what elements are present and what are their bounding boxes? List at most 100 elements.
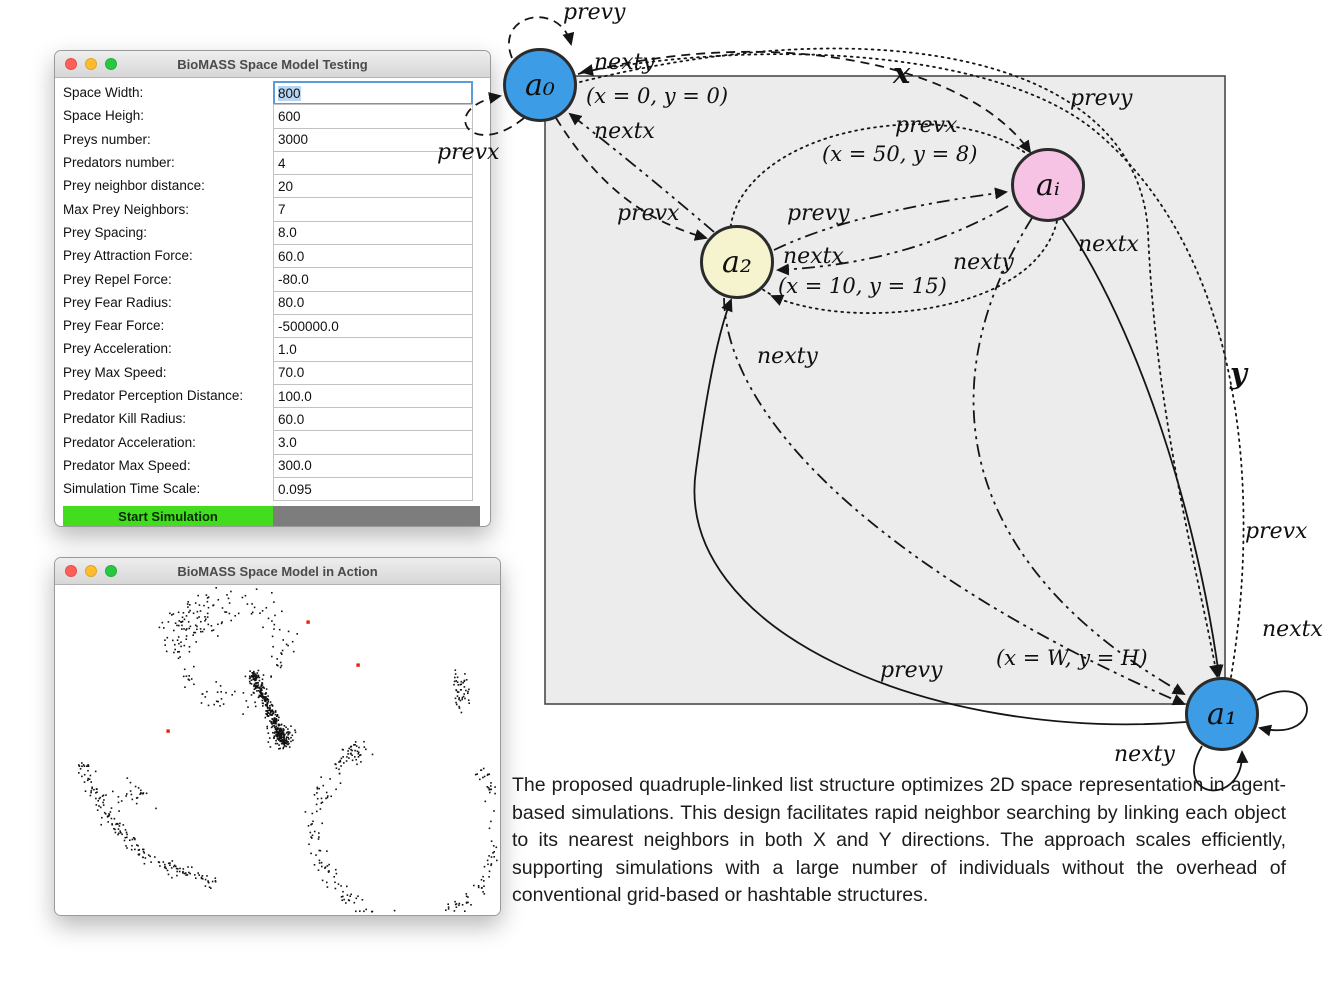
field-input-10[interactable]: -500000.0 bbox=[273, 313, 473, 339]
close-button[interactable] bbox=[65, 565, 77, 577]
field-input-2[interactable]: 3000 bbox=[273, 127, 473, 152]
field-label: Predators number: bbox=[63, 155, 175, 171]
space-rectangle bbox=[544, 75, 1226, 705]
field-label: Prey Max Speed: bbox=[63, 364, 167, 380]
zoom-button[interactable] bbox=[105, 58, 117, 70]
node-ai: aᵢ bbox=[1011, 148, 1085, 222]
field-value: -80.0 bbox=[278, 272, 309, 288]
edge-label-x: x bbox=[893, 56, 911, 90]
field-value: 80.0 bbox=[278, 295, 305, 311]
minimize-button[interactable] bbox=[85, 58, 97, 70]
field-label: Prey neighbor distance: bbox=[63, 178, 205, 194]
start-simulation-button[interactable]: Start Simulation bbox=[63, 506, 273, 526]
edge-label-y: y bbox=[1230, 356, 1247, 390]
field-input-9[interactable]: 80.0 bbox=[273, 290, 473, 315]
form-row: Predators number: 4 bbox=[63, 150, 480, 176]
field-value: 300.0 bbox=[278, 458, 312, 474]
field-input-8[interactable]: -80.0 bbox=[273, 267, 473, 292]
node-a0: a₀ bbox=[503, 48, 577, 122]
field-input-0[interactable]: 800 bbox=[273, 81, 473, 106]
edge-ai-to-a1 bbox=[972, 217, 1186, 695]
field-label: Predator Kill Radius: bbox=[63, 411, 187, 427]
field-input-4[interactable]: 20 bbox=[273, 174, 473, 199]
field-value: 3.0 bbox=[278, 435, 297, 451]
node-a1: a₁ bbox=[1185, 677, 1259, 751]
edge-label-prevx: prevx bbox=[617, 201, 680, 226]
field-value: 100.0 bbox=[278, 388, 312, 404]
field-value: -500000.0 bbox=[278, 318, 339, 334]
field-value: 800 bbox=[278, 85, 301, 101]
edge-label-nexty: nexty bbox=[757, 344, 818, 369]
edge-label-prevy: prevy bbox=[787, 201, 850, 226]
node-ai-circle: aᵢ bbox=[1011, 148, 1085, 222]
form-row: Prey Acceleration: 1.0 bbox=[63, 337, 480, 362]
edge-a2-prevx-to-a0 bbox=[568, 112, 715, 233]
edge-label-nexty: nexty bbox=[594, 50, 655, 75]
field-input-15[interactable]: 3.0 bbox=[273, 430, 473, 455]
form-row: Preys number:3000 bbox=[63, 127, 480, 152]
node-ai-label: aᵢ bbox=[1036, 167, 1060, 203]
form-row: Predator Max Speed:300.0 bbox=[63, 453, 480, 479]
form-row: Prey Spacing: 8.0 bbox=[63, 220, 480, 246]
node-a2-circle: a₂ bbox=[700, 225, 774, 299]
field-input-3[interactable]: 4 bbox=[273, 150, 473, 176]
edge-a1-nextx-loop bbox=[1256, 690, 1308, 737]
field-input-13[interactable]: 100.0 bbox=[273, 383, 473, 409]
testing-window-title: BioMASS Space Model Testing bbox=[177, 56, 368, 72]
window-controls bbox=[65, 565, 117, 577]
node-a2-coords: (x = 10, y = 15) bbox=[778, 274, 947, 298]
edge-a1-prevy-to-a2 bbox=[693, 298, 1187, 726]
edge-label-prevy: prevy bbox=[1070, 86, 1133, 111]
field-value: 0.095 bbox=[278, 481, 312, 497]
field-input-17[interactable]: 0.095 bbox=[273, 477, 473, 502]
field-input-7[interactable]: 60.0 bbox=[273, 244, 473, 269]
field-value: 3000 bbox=[278, 132, 309, 148]
zoom-button[interactable] bbox=[105, 565, 117, 577]
form-row: Prey Repel Force:-80.0 bbox=[63, 267, 480, 292]
field-value: 8.0 bbox=[278, 225, 297, 241]
window-controls bbox=[65, 58, 117, 70]
minimize-button[interactable] bbox=[85, 565, 97, 577]
node-a0-coords: (x = 0, y = 0) bbox=[586, 84, 729, 108]
edge-a0-x-to-ai bbox=[577, 50, 1032, 154]
field-input-16[interactable]: 300.0 bbox=[273, 453, 473, 479]
field-value: 20 bbox=[278, 178, 294, 194]
action-window-title: BioMASS Space Model in Action bbox=[177, 563, 378, 579]
edge-label-nexty: nexty bbox=[953, 250, 1014, 275]
edge-label-prevx: prevx bbox=[1245, 519, 1308, 544]
start-button-track bbox=[273, 506, 480, 526]
edge-a0-nextx-to-a2 bbox=[555, 117, 708, 241]
form-row: Prey Fear Radius:80.0 bbox=[63, 290, 480, 315]
field-input-14[interactable]: 60.0 bbox=[273, 407, 473, 432]
node-a2-label: a₂ bbox=[722, 244, 752, 280]
field-input-12[interactable]: 70.0 bbox=[273, 360, 473, 385]
field-label: Prey Spacing: bbox=[63, 224, 148, 240]
form-row: Simulation Time Scale: 0.095 bbox=[63, 477, 480, 502]
field-value: 7 bbox=[278, 202, 286, 218]
field-label: Simulation Time Scale: bbox=[63, 481, 201, 497]
action-window: BioMASS Space Model in Action bbox=[54, 557, 501, 916]
field-label: Space Width: bbox=[63, 85, 144, 101]
action-window-titlebar: BioMASS Space Model in Action bbox=[55, 558, 500, 585]
field-label: Prey Acceleration: bbox=[63, 341, 172, 357]
simulation-canvas bbox=[78, 587, 498, 913]
node-a2: a₂ bbox=[700, 225, 774, 299]
field-value: 60.0 bbox=[278, 248, 305, 264]
edge-label-nexty: nexty bbox=[1114, 742, 1175, 767]
field-input-11[interactable]: 1.0 bbox=[273, 337, 473, 362]
field-input-5[interactable]: 7 bbox=[273, 197, 473, 222]
edge-label-nextx: nextx bbox=[1078, 232, 1139, 257]
edge-label-prevy: prevy bbox=[880, 658, 943, 683]
edge-a0-nexty-to-a1 bbox=[579, 47, 1221, 678]
field-input-1[interactable]: 600 bbox=[273, 104, 473, 129]
close-button[interactable] bbox=[65, 58, 77, 70]
edge-label-nextx: nextx bbox=[594, 119, 655, 144]
form-row: Prey Attraction Force:60.0 bbox=[63, 244, 480, 269]
field-input-6[interactable]: 8.0 bbox=[273, 220, 473, 246]
field-value: 60.0 bbox=[278, 411, 305, 427]
edge-a1-prevy-to-a0 bbox=[580, 53, 1245, 678]
edge-a2-nexty-to-a1 bbox=[723, 297, 1186, 706]
field-label: Max Prey Neighbors: bbox=[63, 201, 190, 217]
form-row: Max Prey Neighbors: 7 bbox=[63, 197, 480, 222]
form-row: Space Heigh:600 bbox=[63, 104, 480, 129]
